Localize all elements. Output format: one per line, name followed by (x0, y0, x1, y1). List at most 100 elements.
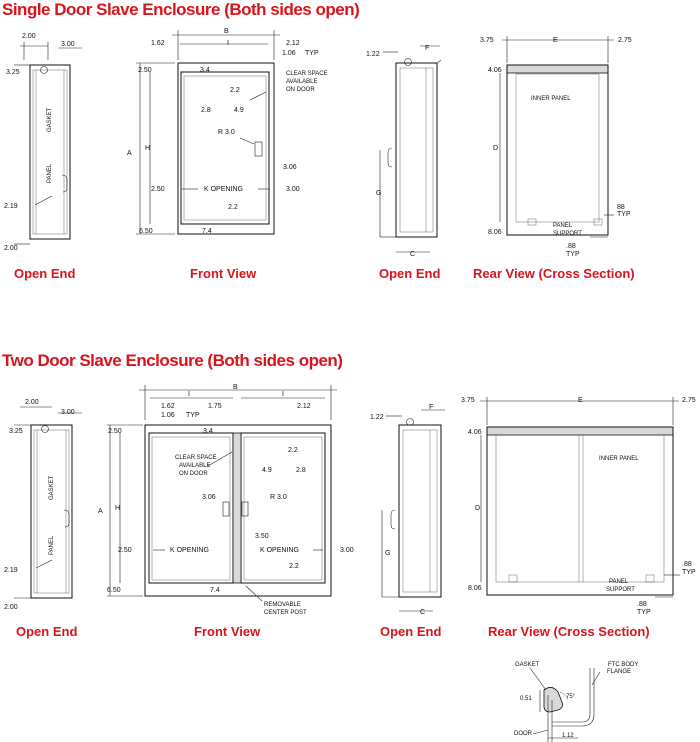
s1-panel-support-2: SUPPORT (553, 231, 582, 237)
s2-dim-2-2-bottom: 2.2 (289, 563, 299, 570)
s1-dim-3-4: 3.4 (200, 67, 210, 74)
s1-dim-I: I (227, 40, 229, 47)
s2-dim-88-right: .88 (682, 561, 692, 568)
s1-rear-view-drawing (499, 36, 614, 238)
s1-dim-3-00: 3.00 (61, 41, 75, 48)
caption-front-view: Front View (194, 624, 261, 639)
caption-open-end-right: Open End (379, 266, 441, 281)
detail-gasket-label: GASKET (515, 662, 540, 668)
caption-open-end: Open End (16, 624, 78, 639)
s2-dim-D: D (475, 505, 480, 512)
s1-panel-label: PANEL (47, 163, 53, 183)
s1-dim-2-2-bottom: 2.2 (228, 204, 238, 211)
s2-dim-2-75: 2.75 (682, 397, 696, 404)
s1-dim-2-75: 2.75 (618, 37, 632, 44)
s2-dim-1-75: 1.75 (208, 403, 222, 410)
caption-open-end-right: Open End (380, 624, 442, 639)
s2-clear-space-1: CLEAR SPACE (175, 455, 217, 461)
s2-dim-typ-right: TYP (682, 569, 696, 576)
s1-open-end-drawing (14, 42, 82, 245)
s2-dim-8-06: 8.06 (468, 585, 482, 592)
s1-dim-C: C (410, 251, 415, 258)
s1-dim-2-8: 2.8 (201, 107, 211, 114)
s1-dim-E: E (553, 37, 558, 44)
s2-removable-post-2: CENTER POST (264, 610, 307, 616)
s1-dim-2-12: 2.12 (286, 40, 300, 47)
s1-dim-k-left: 2.50 (151, 186, 165, 193)
s1-dim-4-9: 4.9 (234, 107, 244, 114)
detail-dim-1-12: 1.12 (562, 733, 574, 739)
s1-gasket-label: GASKET (47, 107, 53, 132)
detail-angle: 75° (566, 694, 576, 700)
s2-dim-k-right: 3.00 (340, 547, 354, 554)
s2-side-view-drawing (381, 409, 445, 612)
s2-dim-1-62: 1.62 (161, 403, 175, 410)
s1-dim-H: H (145, 145, 150, 152)
s1-inner-panel: INNER PANEL (531, 96, 571, 102)
s1-clear-space-1: CLEAR SPACE (286, 71, 328, 77)
s2-dim-88-bottom: .88 (637, 601, 647, 608)
s2-k-opening-right: K OPENING (260, 547, 299, 554)
s2-dim-2-00-bottom: 2.00 (4, 604, 18, 611)
s2-front-view-drawing (107, 385, 337, 602)
s2-panel-support-1: PANEL (609, 579, 629, 585)
s2-dim-3-06: 3.06 (202, 494, 216, 501)
s2-clear-space-3: ON DOOR (179, 471, 208, 477)
s2-dim-G: G (385, 550, 390, 557)
s1-dim-7-4: 7.4 (202, 228, 212, 235)
s2-dim-2-8: 2.8 (296, 467, 306, 474)
s1-clear-space-2: AVAILABLE (286, 79, 317, 85)
s2-dim-2-50: 2.50 (108, 428, 122, 435)
s2-dim-E: E (578, 397, 583, 404)
s2-dim-k-left: 2.50 (118, 547, 132, 554)
caption-front-view: Front View (190, 266, 257, 281)
s1-dim-1-62: 1.62 (151, 40, 165, 47)
s1-dim-4-06: 4.06 (488, 67, 502, 74)
s2-dim-3-00: 3.00 (61, 409, 75, 416)
s2-gasket-label: GASKET (49, 475, 55, 500)
s2-dim-r-3-0: R 3.0 (270, 494, 287, 501)
s1-dim-B: B (224, 28, 229, 35)
s2-k-opening-left: K OPENING (170, 547, 209, 554)
s2-dim-3-50: 3.50 (255, 533, 269, 540)
detail-flange: FLANGE (607, 669, 631, 675)
s2-panel-support-2: SUPPORT (606, 587, 635, 593)
s1-dim-3-25: 3.25 (6, 69, 20, 76)
gasket-detail-drawing (529, 667, 601, 742)
s2-panel-label: PANEL (49, 535, 55, 555)
s1-dim-8-06: 8.06 (488, 229, 502, 236)
s2-dim-typ: TYP (186, 412, 200, 419)
s1-dim-typ-bottom: TYP (566, 251, 580, 258)
s2-dim-4-06: 4.06 (468, 429, 482, 436)
s1-dim-1-06: 1.06 (282, 50, 296, 57)
s2-removable-post-1: REMOVABLE (264, 602, 301, 608)
s2-clear-space-2: AVAILABLE (179, 463, 210, 469)
s2-dim-typ-bottom: TYP (637, 609, 651, 616)
s1-dim-2-00: 2.00 (22, 33, 36, 40)
s1-dim-6-50: 6.50 (139, 228, 153, 235)
s2-dim-B: B (233, 384, 238, 391)
detail-ftc-body: FTC BODY (608, 662, 638, 668)
two-door-heading: Two Door Slave Enclosure (Both sides ope… (2, 351, 343, 370)
s2-dim-2-00: 2.00 (25, 399, 39, 406)
s1-dim-r-3-0: R 3.0 (218, 129, 235, 136)
s1-dim-2-50: 2.50 (138, 67, 152, 74)
s1-dim-1-22: 1.22 (366, 51, 380, 58)
s1-panel-support-1: PANEL (553, 223, 573, 229)
s2-dim-3-25: 3.25 (9, 428, 23, 435)
s2-dim-2-2-top: 2.2 (288, 447, 298, 454)
caption-rear-view: Rear View (Cross Section) (488, 624, 650, 639)
s2-dim-2-12: 2.12 (297, 403, 311, 410)
single-door-heading: Single Door Slave Enclosure (Both sides … (2, 0, 360, 19)
s2-rear-view-drawing (480, 397, 680, 598)
s2-dim-6-50: 6.50 (107, 587, 121, 594)
s1-dim-2-19: 2.19 (4, 203, 18, 210)
s2-open-end-drawing (14, 406, 82, 599)
s2-dim-7-4: 7.4 (210, 587, 220, 594)
detail-door-label: DOOR (514, 731, 533, 737)
s1-front-view-drawing (136, 30, 280, 235)
s1-dim-D: D (493, 145, 498, 152)
s1-dim-k-right: 3.00 (286, 186, 300, 193)
